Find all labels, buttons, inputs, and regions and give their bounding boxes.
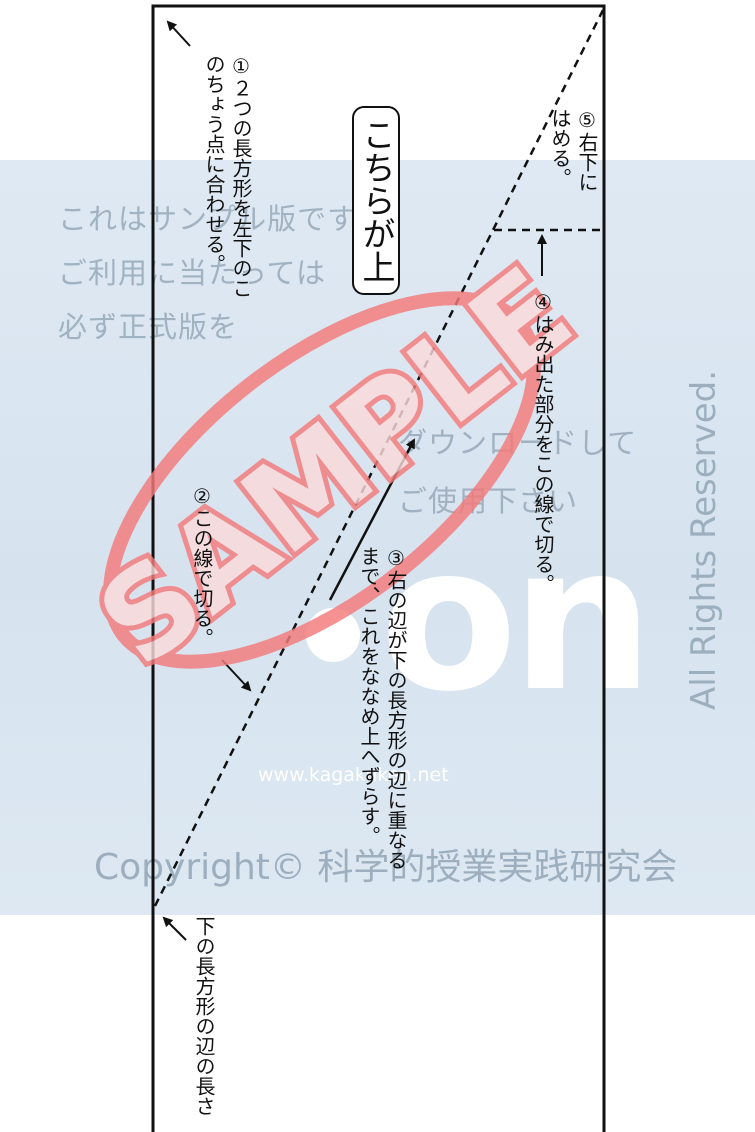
- bottom-length-line: 下の長方形の辺の長さ: [192, 916, 216, 1116]
- step4-text: ④はみ出た部分をこの線で切る。: [529, 290, 556, 594]
- top-side-label-text: こちらが上: [357, 118, 396, 283]
- step3-text: ③右の辺が下の長方形の辺に重なるまで、これをななめ上へずらす。: [355, 546, 409, 870]
- top-side-label: こちらが上: [352, 106, 400, 295]
- step1-line: ①２つの長方形を左下のこ: [229, 54, 253, 298]
- step5-line: ⑤右下に: [575, 108, 599, 192]
- step3-line: まで、これをななめ上へずらす。: [357, 546, 381, 846]
- step1-line: のちょう点に合わせる。: [202, 54, 226, 274]
- step5-line: はめる。: [548, 108, 572, 188]
- site-url: www.kagakuken.net: [258, 764, 449, 786]
- sample-stamp-ring: [103, 291, 541, 669]
- arrow-corner-bottom: [162, 916, 187, 941]
- bottom-length-text: 下の長方形の辺の長さ: [190, 916, 217, 1116]
- step2-text: ②この線で切る。: [188, 484, 215, 648]
- step5-text: ⑤右下にはめる。: [546, 108, 600, 192]
- sample-notice-line: ご利用に当たっては: [58, 256, 326, 290]
- step4-line: ④はみ出た部分をこの線で切る。: [531, 290, 555, 594]
- sample-notice: これはサンプル版です。 ご利用に当たっては 必ず正式版を: [58, 196, 384, 346]
- step1-text: ①２つの長方形を左下のこのちょう点に合わせる。: [200, 54, 254, 298]
- sample-notice-line: これはサンプル版です。: [58, 202, 385, 236]
- step2-line: ②この線で切る。: [190, 484, 214, 648]
- rectangle-frame: [151, 4, 606, 1132]
- step3-line: ③右の辺が下の長方形の辺に重なる: [384, 546, 408, 870]
- copyright-notice: Copyright© 科学的授業実践研究会: [94, 847, 678, 888]
- sample-notice-line: 必ず正式版を: [58, 310, 239, 344]
- arrow-shift: [328, 438, 416, 601]
- arrow-corner-top: [166, 20, 191, 47]
